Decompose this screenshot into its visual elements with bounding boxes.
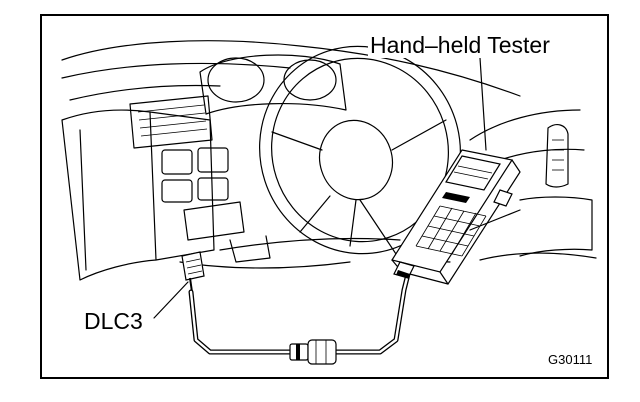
hand-held-tester-device (391, 149, 521, 285)
cable-connector (289, 339, 337, 365)
dlc3-connector (181, 251, 205, 293)
tester-cable (188, 263, 413, 355)
shifter-area (469, 109, 597, 261)
leader-lines (153, 57, 487, 319)
tester-keypad (415, 205, 487, 257)
air-vent (129, 95, 213, 149)
figure-code: G30111 (548, 352, 593, 368)
hand-held-tester-label: Hand–held Tester (368, 32, 552, 58)
dlc3-label: DLC3 (82, 308, 145, 334)
dashboard-top (61, 40, 521, 101)
center-switches (161, 147, 245, 241)
steering-wheel (259, 45, 461, 255)
